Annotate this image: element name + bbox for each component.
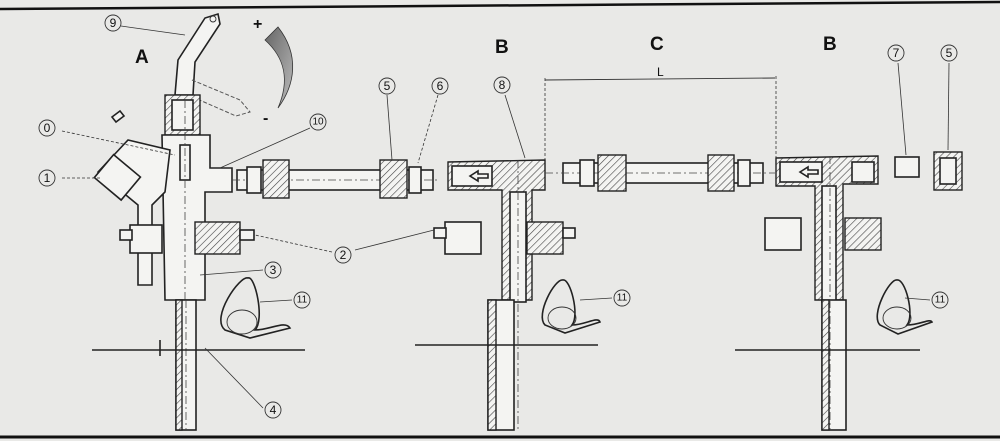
- section-label-b2: B: [823, 34, 837, 55]
- minus-sign: -: [263, 110, 268, 127]
- section-label-a: A: [135, 47, 149, 68]
- callout-5b: 5: [940, 44, 958, 62]
- flow-arrow-icon: [798, 165, 819, 179]
- svg-text:11: 11: [935, 295, 946, 306]
- callout-10: 10: [309, 113, 327, 131]
- callout-8: 8: [493, 76, 511, 94]
- svg-text:3: 3: [270, 263, 277, 277]
- assembly-a: [92, 12, 305, 431]
- assembly-b1: [415, 159, 602, 431]
- dimension-label-l: L: [657, 65, 664, 79]
- valve-body: [161, 134, 233, 301]
- callout-11a: 11: [293, 291, 311, 309]
- mount-block-left: [129, 224, 163, 254]
- clamp: [876, 279, 934, 335]
- lever-handle: [174, 12, 221, 96]
- callout-7: 7: [887, 44, 905, 62]
- assembly-b2: [735, 151, 963, 431]
- svg-text:11: 11: [617, 293, 628, 304]
- callout-4: 4: [264, 401, 282, 419]
- svg-text:11: 11: [297, 295, 308, 306]
- svg-text:5: 5: [946, 46, 953, 60]
- callout-11b: 11: [613, 289, 631, 307]
- callout-9: 9: [104, 14, 122, 32]
- mount-block-right: [194, 221, 241, 255]
- svg-text:10: 10: [312, 117, 324, 128]
- outlet-nut: [93, 153, 142, 202]
- svg-text:4: 4: [270, 403, 277, 417]
- callout-11c: 11: [931, 291, 949, 309]
- clamp: [541, 279, 602, 334]
- callout-1: 1: [38, 169, 56, 187]
- svg-text:0: 0: [44, 121, 51, 135]
- svg-text:1: 1: [44, 171, 51, 185]
- section-label-b1: B: [495, 37, 509, 58]
- top-border: [0, 0, 1000, 11]
- clamp: [220, 277, 292, 339]
- lever-ghost: [187, 79, 251, 117]
- pipe-section-1: [232, 159, 440, 199]
- pipe-section-c: [544, 76, 777, 192]
- svg-text:8: 8: [499, 78, 506, 92]
- rotation-arrow-icon: [264, 26, 294, 109]
- dimension-line-l: [544, 77, 776, 81]
- callout-5a: 5: [378, 77, 396, 95]
- plus-sign: +: [253, 16, 262, 33]
- flow-arrow-icon: [468, 169, 489, 183]
- callout-0: 0: [38, 119, 56, 137]
- svg-text:6: 6: [437, 79, 444, 93]
- callout-2: 2: [334, 246, 352, 264]
- plug-7: [894, 156, 920, 178]
- section-label-c: C: [650, 34, 664, 55]
- callout-3: 3: [264, 261, 282, 279]
- svg-text:2: 2: [340, 248, 347, 262]
- leader-lines: [61, 25, 950, 409]
- callout-6: 6: [431, 77, 449, 95]
- svg-text:7: 7: [893, 46, 900, 60]
- svg-text:5: 5: [384, 79, 391, 93]
- flow-arrow-icon: [110, 109, 126, 124]
- svg-text:9: 9: [110, 16, 117, 30]
